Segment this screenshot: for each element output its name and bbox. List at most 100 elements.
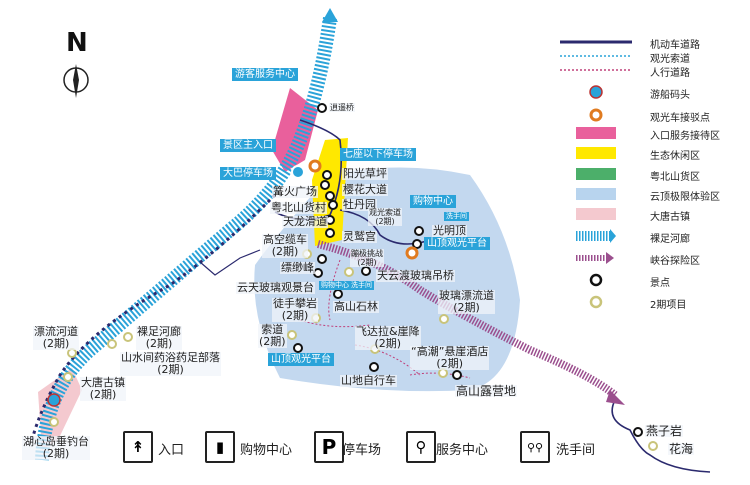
parking-icon: P — [314, 431, 344, 463]
label-tang: 大唐古镇(2期) — [80, 377, 126, 401]
legend-ropeway: 观光索道 — [650, 54, 690, 65]
tang-phase: (2期) — [89, 388, 117, 401]
label-climbing: 徒手攀岩(2期) — [272, 298, 318, 322]
bottom-legend-parking: 停车场 — [342, 443, 382, 458]
legend-walkway: 人行道路 — [650, 68, 690, 79]
legend-spot: 景点 — [650, 278, 670, 289]
label-glass-rafting: 玻璃漂流道(2期) — [438, 290, 495, 314]
legend-graphics — [560, 40, 632, 309]
river-arrowhead — [322, 8, 338, 22]
climbing-phase: (2期) — [281, 309, 309, 322]
bungee-phase: (2期) — [357, 258, 377, 267]
label-cable-car: 高空缆车(2期) — [262, 234, 308, 258]
cable-car-name: 高空缆车 — [263, 233, 307, 246]
suodao-phase: (2期) — [259, 335, 286, 348]
ropeway-phase: (2期) — [375, 217, 395, 226]
label-summit-platform: 山顶观光平台 — [424, 237, 490, 250]
bottom-legend-wc: 洗手间 — [556, 443, 596, 458]
dotted-route — [30, 193, 277, 441]
label-slide: 天龙滑道 — [282, 215, 328, 228]
zipline-phase: (2期) — [374, 337, 402, 350]
boat-piers — [47, 165, 305, 407]
hotel-name: “高潮”悬崖酒店 — [411, 345, 489, 358]
legend-goods-zone: 粤北山货区 — [650, 172, 700, 183]
legend-river: 裸足河廊 — [650, 234, 690, 245]
bottom-legend-service: 服务中心 — [436, 443, 489, 458]
fishing-name: 湖心岛垂钓台 — [23, 435, 89, 448]
glass-rafting-name: 玻璃漂流道 — [439, 289, 494, 302]
tang-name: 大唐古镇 — [81, 376, 125, 389]
legend-tang: 大唐古镇 — [650, 212, 690, 223]
label-shop: 购物中心 — [410, 195, 456, 208]
label-bonfire: 篝火广场 — [272, 185, 318, 198]
barefoot-name: 裸足河廊 — [137, 325, 181, 338]
bottom-legend-entrance: 入口 — [158, 443, 185, 458]
label-wc: 洗手间 — [444, 212, 469, 221]
label-glass-bridge: 天云渡玻璃吊桥 — [376, 269, 455, 282]
cable-car-phase: (2期) — [271, 245, 299, 258]
legend-phase2: 2期项目 — [650, 300, 687, 311]
label-hotel: “高潮”悬崖酒店(2期) — [410, 345, 490, 370]
shuttle-stops — [308, 159, 419, 260]
legend-canyon: 峡谷探险区 — [650, 256, 700, 267]
legend-extreme-zone: 云顶极限体验区 — [650, 192, 720, 203]
label-bus-parking: 大巴停车场 — [220, 167, 276, 180]
label-summit-platform2: 山顶观光平台 — [268, 353, 334, 366]
label-fishing: 湖心岛垂钓台(2期) — [22, 436, 90, 460]
label-suodao: 索道(2期) — [258, 324, 287, 348]
label-glass-view: 云天玻璃观景台 — [236, 281, 315, 294]
label-flowers: 花海 — [668, 442, 695, 456]
label-village: 粤北山货村 — [270, 201, 327, 214]
service-icon: ⚲ — [406, 431, 436, 463]
label-sakura: 樱花大道 — [342, 183, 388, 196]
label-guangming: 光明顶 — [432, 224, 467, 237]
ropeway-name: 观光索道 — [369, 208, 401, 217]
label-ropeway: 观光索道(2期) — [368, 208, 402, 226]
label-sunny-lawn: 阳光草坪 — [342, 167, 388, 180]
label-piaomiao: 缥缈峰 — [280, 261, 315, 274]
entrance-zone — [272, 88, 318, 172]
rafting-phase: (2期) — [42, 337, 70, 350]
barefoot-phase: (2期) — [145, 337, 173, 350]
hotel-phase: (2期) — [436, 357, 463, 370]
label-bungee: 蹦极挑战(2期) — [350, 249, 384, 267]
bungee-name: 蹦极挑战 — [351, 249, 383, 258]
label-yanzi: 燕子岩 — [645, 424, 684, 438]
label-visitor-center: 游客服务中心 — [232, 68, 298, 81]
entrance-icon: ↟ — [123, 431, 153, 463]
label-bridge: 逍遥桥 — [329, 103, 355, 112]
label-mtb: 山地自行车 — [340, 374, 397, 387]
spa-name: 山水间药浴药足部落 — [121, 351, 220, 364]
legend-shuttle: 观光车接驳点 — [650, 113, 710, 124]
label-stone-forest: 高山石林 — [333, 300, 379, 313]
label-camp: 高山露营地 — [455, 384, 518, 398]
shopping-icon: ▮ — [205, 431, 235, 463]
legend-eco-zone: 生态休闲区 — [650, 151, 700, 162]
canyon-arrowhead — [606, 390, 625, 405]
spa-phase: (2期) — [157, 363, 184, 376]
legend-pier: 游船码头 — [650, 90, 690, 101]
walkways — [299, 259, 471, 379]
bottom-legend-shop: 购物中心 — [240, 443, 293, 458]
north-label: N — [66, 28, 88, 58]
road-east — [611, 399, 711, 473]
glass-rafting-phase: (2期) — [453, 301, 480, 314]
label-small-parking: 七座以下停车场 — [340, 148, 416, 161]
label-lingjiu: 灵鹫宫 — [342, 230, 377, 243]
climbing-name: 徒手攀岩 — [273, 297, 317, 310]
label-shop2: 购物中心 — [319, 281, 351, 290]
label-zipline: 飞达拉&崖降(2期) — [355, 326, 421, 350]
label-main-entrance: 景区主入口 — [220, 139, 276, 152]
label-wc2: 洗手间 — [349, 281, 374, 290]
legend-road: 机动车道路 — [650, 40, 700, 51]
compass-icon — [63, 64, 89, 98]
label-spa: 山水间药浴药足部落(2期) — [120, 352, 221, 376]
label-barefoot: 裸足河廊(2期) — [136, 326, 182, 350]
label-rafting: 漂流河道(2期) — [33, 326, 79, 350]
scenic-spots — [293, 103, 643, 437]
fishing-phase: (2期) — [42, 447, 70, 460]
restroom-icon: ⚲⚲ — [520, 431, 550, 463]
legend-entrance-zone: 入口服务接待区 — [650, 131, 720, 142]
road-west — [199, 249, 261, 276]
